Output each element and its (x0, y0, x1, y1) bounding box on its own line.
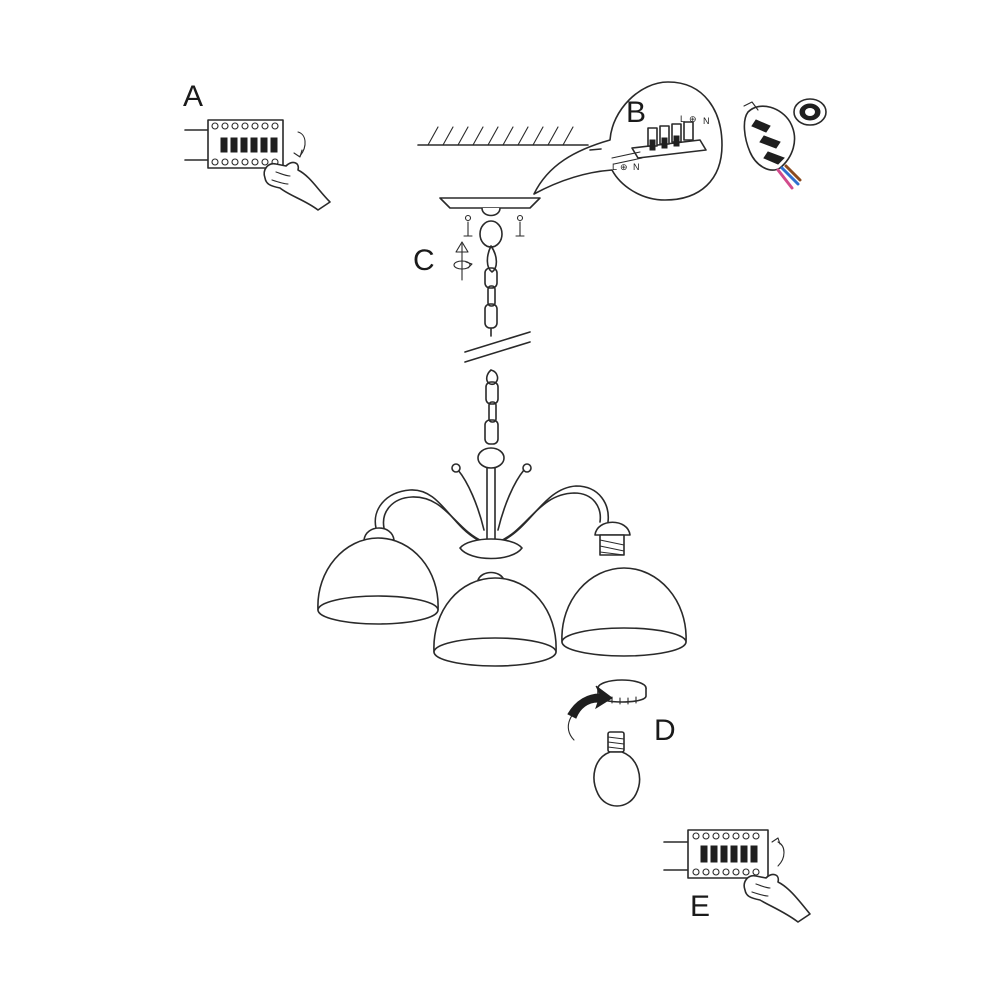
rotate-arrow-icon (567, 685, 613, 741)
ceiling (417, 126, 589, 146)
terminal-label-bottom-n: N (633, 162, 640, 172)
chain-lower (484, 369, 499, 445)
ceiling-hatching (427, 126, 574, 146)
step-b-callout-bubble (533, 81, 723, 201)
step-e-breaker-switch-on (663, 829, 811, 923)
light-bulb-icon (593, 731, 641, 807)
step-label-c: C (413, 244, 435, 277)
terminal-label-top-n: N (703, 116, 710, 126)
step-a-breaker-switch-off (184, 119, 331, 211)
right-cup (594, 521, 631, 536)
glass-shade-center (433, 577, 557, 667)
step-d-bulb-insertion (567, 679, 647, 807)
chandelier-stem (486, 467, 496, 546)
chandelier-top-finial (477, 447, 505, 469)
terminal-label-top-l: L (680, 114, 685, 124)
step-a-breaker-switches (220, 137, 278, 153)
step-c-rotate-arrow (453, 241, 473, 281)
decor-arm-left (457, 469, 485, 531)
wire-connector-illustration (743, 98, 827, 190)
step-e-cable (663, 841, 691, 871)
step-a-hand (263, 161, 331, 211)
canopy-screws (463, 214, 525, 237)
step-label-a: A (183, 80, 204, 113)
step-b-terminal-block (611, 121, 707, 165)
step-c-canopy-and-chain (439, 197, 541, 445)
step-e-breaker-screws-top (692, 832, 760, 840)
glass-shade-left (317, 537, 439, 625)
step-a-cable (184, 129, 211, 161)
step-label-b: B (626, 96, 647, 129)
step-a-motion-arrow (297, 131, 306, 157)
step-label-d: D (654, 714, 676, 747)
step-e-breaker-screws-bottom (692, 868, 760, 876)
step-e-hand (743, 873, 811, 923)
ceiling-hook-ring (479, 220, 503, 248)
step-a-breaker-screws-bottom (211, 158, 279, 166)
step-b-wiring-callout (533, 81, 723, 201)
step-a-breaker-screws-top (211, 122, 279, 130)
decor-arm-right (497, 469, 525, 531)
chandelier-center-body (459, 538, 523, 560)
glass-shade-right (561, 567, 687, 657)
step-e-breaker-switches (700, 845, 758, 863)
step-label-e: E (690, 890, 711, 923)
terminal-label-bottom-l: L (612, 162, 617, 172)
canopy-hook-base (481, 207, 501, 217)
step-e-motion-arrow (777, 841, 785, 867)
canopy-plate (439, 197, 541, 209)
chain-upper (484, 245, 498, 337)
terminal-label-bottom-earth: ⊕ (620, 162, 628, 172)
terminal-label-top-earth: ⊕ (689, 114, 697, 124)
chain-break-mark (464, 331, 531, 363)
arm-right (503, 485, 609, 541)
